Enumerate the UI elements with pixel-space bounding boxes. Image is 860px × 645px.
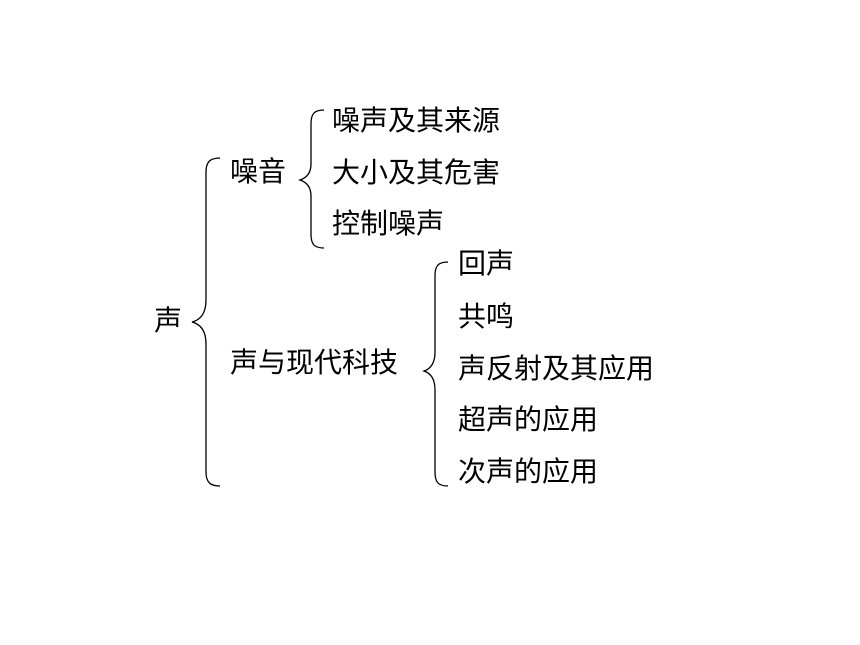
root-label: 声 [154,304,183,337]
tech-item-ultrasound: 超声的应用 [458,403,599,436]
branch-noise-label: 噪音 [230,155,287,188]
root-brace [191,157,221,487]
noise-brace [297,109,325,249]
noise-item-control: 控制噪声 [332,207,445,240]
noise-item-source: 噪声及其来源 [332,104,501,137]
tech-item-resonance: 共鸣 [458,300,515,333]
branch-technology-label: 声与现代科技 [230,346,399,379]
technology-brace [421,261,449,487]
tech-item-reflection: 声反射及其应用 [458,352,655,385]
noise-item-harm: 大小及其危害 [332,156,501,189]
tech-item-echo: 回声 [458,247,515,280]
tech-item-infrasound: 次声的应用 [458,455,599,488]
